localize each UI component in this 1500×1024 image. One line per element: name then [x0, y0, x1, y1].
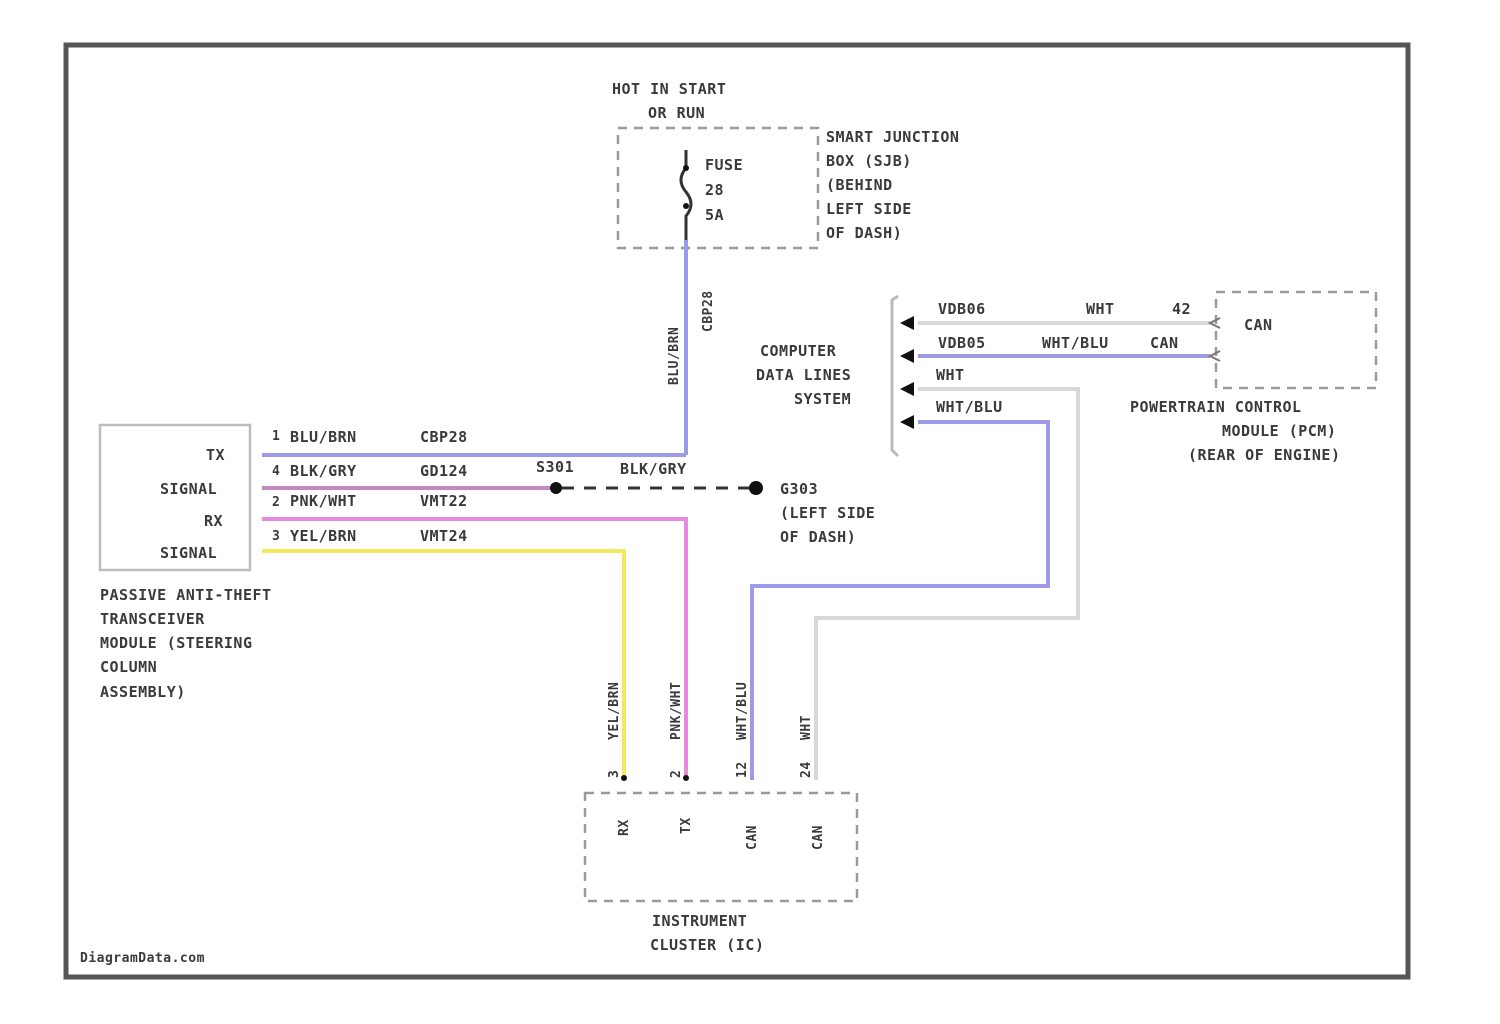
pats-name-4: COLUMN: [100, 658, 157, 676]
ic-pin-4: 24: [799, 761, 814, 778]
sjb-label-5: OF DASH): [826, 224, 902, 242]
pcm-name-1: POWERTRAIN CONTROL: [1130, 398, 1302, 416]
pats-pin-signal-1: SIGNAL: [160, 480, 217, 498]
ic-name-1: INSTRUMENT: [652, 912, 747, 930]
fuse-rating: 5A: [705, 206, 724, 224]
sjb-label-2: BOX (SJB): [826, 152, 912, 170]
ic-terminal-1: [621, 775, 627, 781]
ic-term-3: CAN: [745, 825, 760, 850]
ic-terminal-2: [683, 775, 689, 781]
ic-pin-2: 2: [669, 770, 684, 778]
pats-w2-color: BLK/GRY: [290, 462, 357, 480]
pats-w1-pin: 1: [272, 429, 280, 444]
data-lines-system-3: SYSTEM: [794, 390, 851, 408]
splice-s301: [550, 482, 562, 494]
pats-w1-color: BLU/BRN: [290, 428, 357, 446]
fuse-contact-top: [683, 165, 689, 171]
ground-id: G303: [780, 480, 818, 498]
pats-pin-signal-2: SIGNAL: [160, 544, 217, 562]
dl-row2-color: WHT/BLU: [1042, 334, 1109, 352]
splice-label: S301: [536, 458, 574, 476]
dl-row2-can: CAN: [1150, 334, 1179, 352]
hot-label-1: HOT IN START: [612, 80, 726, 98]
fuse-name: FUSE: [705, 156, 743, 174]
ic-term-2: TX: [679, 817, 694, 834]
pats-w4-circuit: VMT24: [420, 527, 468, 545]
dl-row1-pin: 42: [1172, 300, 1191, 318]
wire-dl-row4: [752, 422, 1048, 780]
fuse-symbol: [681, 150, 691, 240]
pats-name-3: MODULE (STEERING: [100, 634, 253, 652]
diagram-frame: [66, 45, 1408, 977]
pcm-box: [1216, 292, 1376, 388]
dl-row1-circuit: VDB06: [938, 300, 986, 318]
arrow-row-4: [900, 415, 914, 429]
ic-pin-1: 3: [607, 770, 622, 778]
dl-row2-circuit: VDB05: [938, 334, 986, 352]
pats-pin-tx: TX: [206, 446, 225, 464]
ground-terminal: [749, 481, 763, 495]
ic-wire-pnk: PNK/WHT: [669, 682, 684, 740]
fuse-number: 28: [705, 181, 724, 199]
arrow-row-1: [900, 316, 914, 330]
pats-w2-pin: 4: [272, 464, 280, 479]
watermark: DiagramData.com: [80, 951, 205, 966]
pcm-can-label: CAN: [1244, 316, 1273, 334]
fuse-wire-color: BLU/BRN: [667, 327, 682, 385]
ic-name-2: CLUSTER (IC): [650, 936, 764, 954]
pats-w1-circuit: CBP28: [420, 428, 468, 446]
sjb-label-1: SMART JUNCTION: [826, 128, 959, 146]
ic-wire-yel: YEL/BRN: [607, 682, 622, 740]
data-lines-system-1: COMPUTER: [760, 342, 837, 360]
dl-row4-color: WHT/BLU: [936, 398, 1003, 416]
hot-label-2: OR RUN: [648, 104, 705, 122]
pats-w3-color: PNK/WHT: [290, 492, 357, 510]
arrow-row-2: [900, 349, 914, 363]
data-lines-bracket: [892, 296, 898, 456]
pcm-name-3: (REAR OF ENGINE): [1188, 446, 1341, 464]
ic-pin-3: 12: [735, 761, 750, 778]
sjb-label-3: (BEHIND: [826, 176, 893, 194]
data-lines-system-2: DATA LINES: [756, 366, 851, 384]
arrow-row-3: [900, 382, 914, 396]
pats-name-5: ASSEMBLY): [100, 683, 186, 701]
pats-w3-pin: 2: [272, 495, 280, 510]
dl-row1-color: WHT: [1086, 300, 1115, 318]
pats-w3-circuit: VMT22: [420, 492, 468, 510]
sjb-label-4: LEFT SIDE: [826, 200, 912, 218]
fuse-wire-circuit: CBP28: [701, 290, 716, 332]
ic-term-4: CAN: [811, 825, 826, 850]
wire-pats-rx: [262, 551, 624, 780]
ground-loc-2: OF DASH): [780, 528, 856, 546]
pats-w4-color: YEL/BRN: [290, 527, 357, 545]
pats-w4-pin: 3: [272, 529, 280, 544]
ic-wire-wht-blu: WHT/BLU: [735, 682, 750, 740]
pats-name-1: PASSIVE ANTI-THEFT: [100, 586, 272, 604]
ic-term-1: RX: [617, 819, 632, 836]
pats-name-2: TRANSCEIVER: [100, 610, 205, 628]
ic-wire-wht: WHT: [799, 715, 814, 740]
ground-loc-1: (LEFT SIDE: [780, 504, 875, 522]
fuse-contact-bottom: [683, 203, 689, 209]
ground-wire-color: BLK/GRY: [620, 460, 687, 478]
dl-row3-color: WHT: [936, 366, 965, 384]
pats-pin-rx: RX: [204, 512, 223, 530]
pcm-name-2: MODULE (PCM): [1222, 422, 1336, 440]
pats-w2-circuit: GD124: [420, 462, 468, 480]
